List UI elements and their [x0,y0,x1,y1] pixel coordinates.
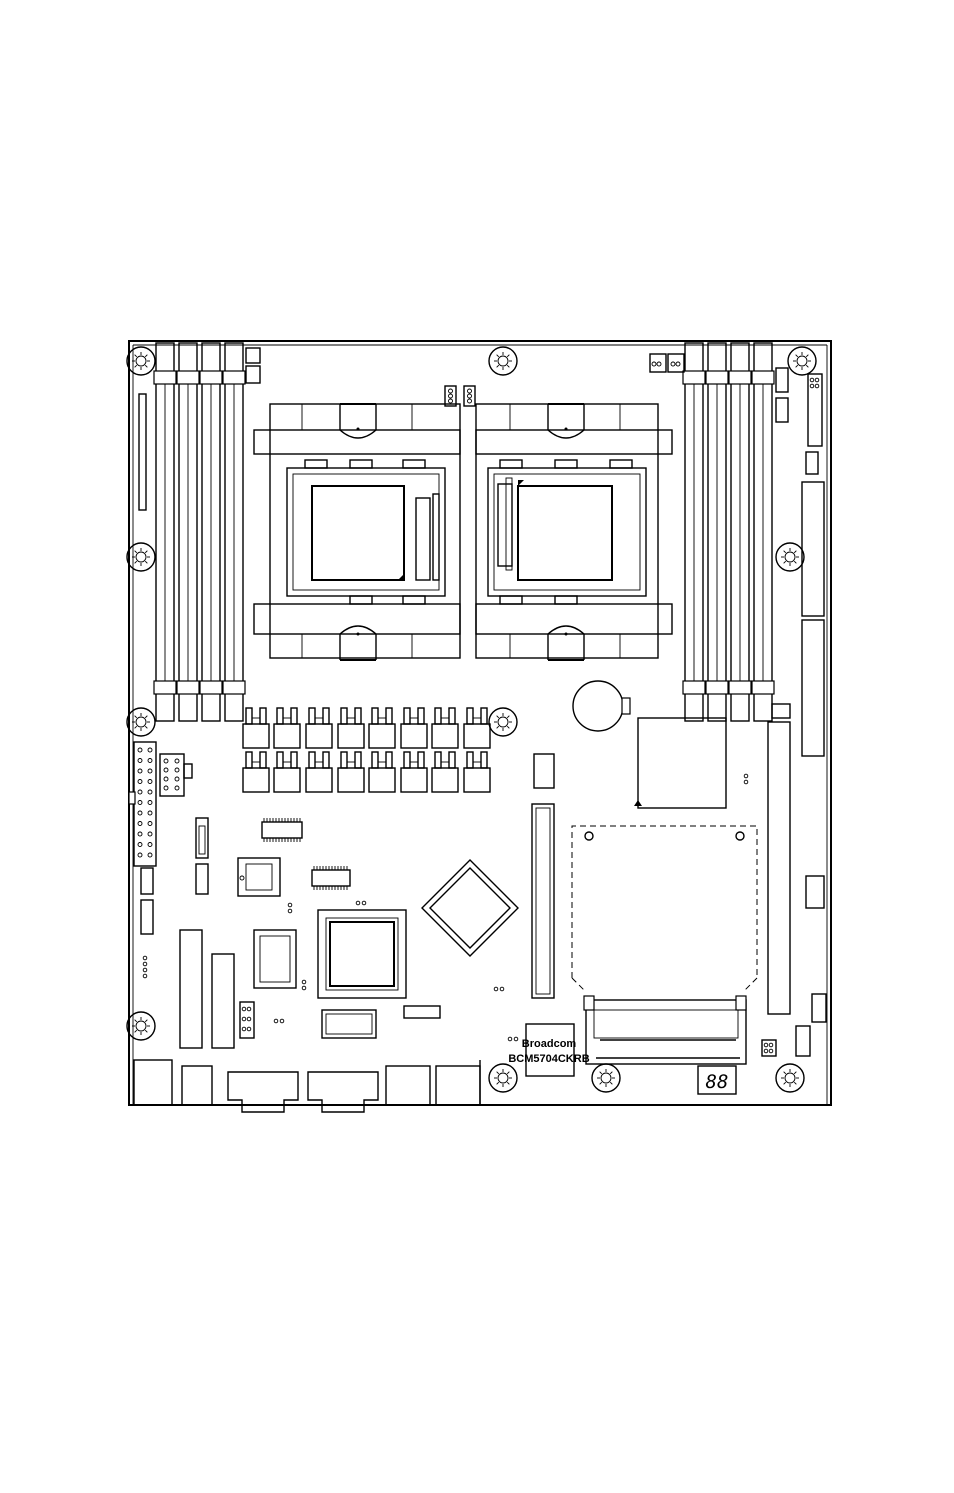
chip-vendor-label: Broadcom [522,1038,577,1050]
mounting-hole [489,347,517,375]
mounting-hole [489,708,517,736]
cpu-socket-1 [254,404,460,660]
dimm-slot [154,343,176,721]
mosfet [369,752,395,792]
right-edge-connectors [744,368,826,1056]
dimm-slot [752,343,774,721]
dimm-slot [683,343,705,721]
mosfet [274,752,300,792]
mosfet [464,752,490,792]
mosfet [338,708,364,748]
left-dimm-slots [154,343,245,721]
chip-part-label: BCM5704CKRB [508,1053,589,1065]
dimm-slot [177,343,199,721]
northbridge-chip [638,718,726,808]
left-slim-connector [139,394,146,510]
module-area [572,826,757,1064]
mounting-hole [788,347,816,375]
mosfet [306,752,332,792]
mosfet [338,752,364,792]
left-headers [129,742,208,978]
voltage-regulator-mosfets [243,708,490,792]
mounting-hole [127,1012,155,1040]
dimm-slot [223,343,245,721]
mosfet [401,708,427,748]
dimm-slot [729,343,751,721]
ic-chips [180,754,554,1048]
mosfet [401,752,427,792]
mosfet [274,708,300,748]
cpu-socket-2 [476,404,672,660]
mosfet [369,708,395,748]
mounting-hole [776,1064,804,1092]
mosfet [464,708,490,748]
mounting-hole [776,543,804,571]
mounting-hole [127,347,155,375]
dimm-slot [200,343,222,721]
mosfet [243,708,269,748]
cpu-jumpers [445,354,684,406]
mounting-hole [127,543,155,571]
right-dimm-slots [683,343,774,721]
mounting-holes [127,347,816,1092]
mosfet [243,752,269,792]
cmos-battery [573,681,623,731]
mosfet [306,708,332,748]
dimm-slot [706,343,728,721]
mounting-hole [592,1064,620,1092]
mosfet [432,752,458,792]
post-code-display-value: 88 [706,1071,729,1093]
mosfet [432,708,458,748]
mounting-hole [127,708,155,736]
mounting-hole [489,1064,517,1092]
broadcom-chip [526,1024,574,1076]
